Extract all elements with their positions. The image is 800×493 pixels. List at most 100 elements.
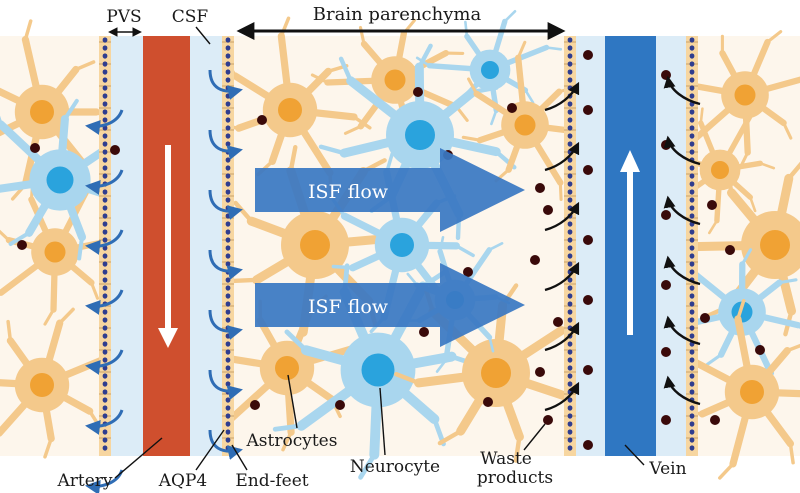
cell-nucleus: [514, 114, 536, 136]
aqp4-channel: [689, 261, 695, 267]
aqp4-channel: [225, 437, 231, 443]
waste-product-22: [583, 295, 593, 305]
csf-outflow-arrow: [85, 289, 124, 315]
csf-influx-arrow: [208, 369, 243, 400]
aqp4-channel: [567, 197, 573, 203]
csf-outflow-arrow: [85, 229, 124, 255]
aqp4-channel: [102, 341, 108, 347]
aqp4-channel: [567, 117, 573, 123]
aqp4-channel: [102, 229, 108, 235]
brain-parenchyma-label: Brain parenchyma: [313, 4, 482, 25]
aqp4-channel: [102, 333, 108, 339]
aqp4-channel: [102, 253, 108, 259]
aqp4-channel: [689, 245, 695, 251]
aqp4-channel: [567, 221, 573, 227]
cell-branch: [748, 107, 764, 119]
end-feet-label: End-feet: [235, 471, 308, 491]
astrocytes-pointer: [287, 374, 298, 429]
aqp4-channel: [225, 45, 231, 51]
aqp4-channel: [567, 45, 573, 51]
aqp4-channel: [567, 349, 573, 355]
aqp4-channel: [689, 69, 695, 75]
aqp4-channel: [689, 237, 695, 243]
aqp4-channel: [102, 197, 108, 203]
csf-pointer: [195, 26, 211, 45]
aqp4-channel: [567, 357, 573, 363]
endfeet-walls: [99, 36, 698, 456]
cell-nucleus: [740, 380, 764, 404]
aqp4-channel: [225, 181, 231, 187]
aqp4-channel: [102, 309, 108, 315]
aqp4-channel: [225, 101, 231, 107]
waste-product-23: [583, 365, 593, 375]
aqp4-channel: [102, 69, 108, 75]
astrocyte-13: [461, 40, 598, 201]
cell-nucleus: [481, 61, 499, 79]
waste-product-10: [543, 205, 553, 215]
endfeet-wall-3: [686, 36, 698, 456]
aqp4-channel: [567, 205, 573, 211]
waste-product-29: [661, 347, 671, 357]
aqp4-channel: [102, 221, 108, 227]
aqp4-channel: [689, 205, 695, 211]
waste-product-11: [553, 317, 563, 327]
aqp4-channel: [567, 325, 573, 331]
aqp4-channel: [102, 261, 108, 267]
waste-product-28: [661, 280, 671, 290]
isf-flow-label-bottom: ISF flow: [308, 296, 389, 318]
aqp4-channel: [225, 133, 231, 139]
csf-influx-arrow: [208, 129, 243, 160]
aqp4-channel: [102, 93, 108, 99]
cell-branch: [765, 30, 783, 44]
pvs-left-outer: [105, 36, 143, 456]
cell-branch: [8, 230, 32, 246]
aqp4-channel: [689, 229, 695, 235]
aqp4-channel: [689, 53, 695, 59]
cell-branch: [454, 244, 475, 258]
astrocytes-label: Astrocytes: [246, 431, 338, 451]
aqp4-channel: [689, 93, 695, 99]
waste-product-24: [583, 440, 593, 450]
aqp4-channel: [225, 117, 231, 123]
aqp4-channel: [102, 429, 108, 435]
aqp4-channel: [225, 293, 231, 299]
waste-product-27: [661, 210, 671, 220]
vein-label: Vein: [648, 459, 686, 479]
aqp4-channel: [225, 397, 231, 403]
cell-branch: [43, 436, 53, 459]
cell-branch: [6, 319, 13, 343]
aqp4-channel: [102, 437, 108, 443]
waste-product-15: [419, 327, 429, 337]
aqp4-channel: [567, 421, 573, 427]
waste-product-17: [250, 400, 260, 410]
aqp4-channel: [567, 277, 573, 283]
aqp4-channel: [567, 445, 573, 451]
cell-branch: [89, 281, 100, 300]
aqp4-channel: [567, 309, 573, 315]
cell-nucleus: [711, 161, 729, 179]
csf-influx-arrow: [208, 189, 243, 220]
cell-branch: [437, 428, 463, 446]
aqp4-channel: [689, 61, 695, 67]
cell-branch: [288, 144, 298, 174]
aqp4-channel: [102, 77, 108, 83]
waste-product-0: [30, 143, 40, 153]
astrocyte-15: [676, 30, 800, 170]
aqp4-channel: [689, 149, 695, 155]
cell-nucleus: [30, 100, 54, 124]
cell-branch: [279, 16, 291, 38]
waste-product-7: [535, 183, 545, 193]
waste-product-9: [530, 255, 540, 265]
aqp4-channel: [689, 181, 695, 187]
aqp4-channel: [225, 429, 231, 435]
aqp4-channel: [102, 165, 108, 171]
aqp4-channel: [102, 53, 108, 59]
waste-clearance-arrow: [544, 81, 580, 112]
csf-influx-arrow: [208, 249, 243, 280]
aqp4-channel: [102, 349, 108, 355]
end-feet-pointer: [231, 444, 248, 471]
cell-branch: [558, 181, 563, 201]
aqp4-channel: [102, 61, 108, 67]
aqp4-channel: [567, 397, 573, 403]
